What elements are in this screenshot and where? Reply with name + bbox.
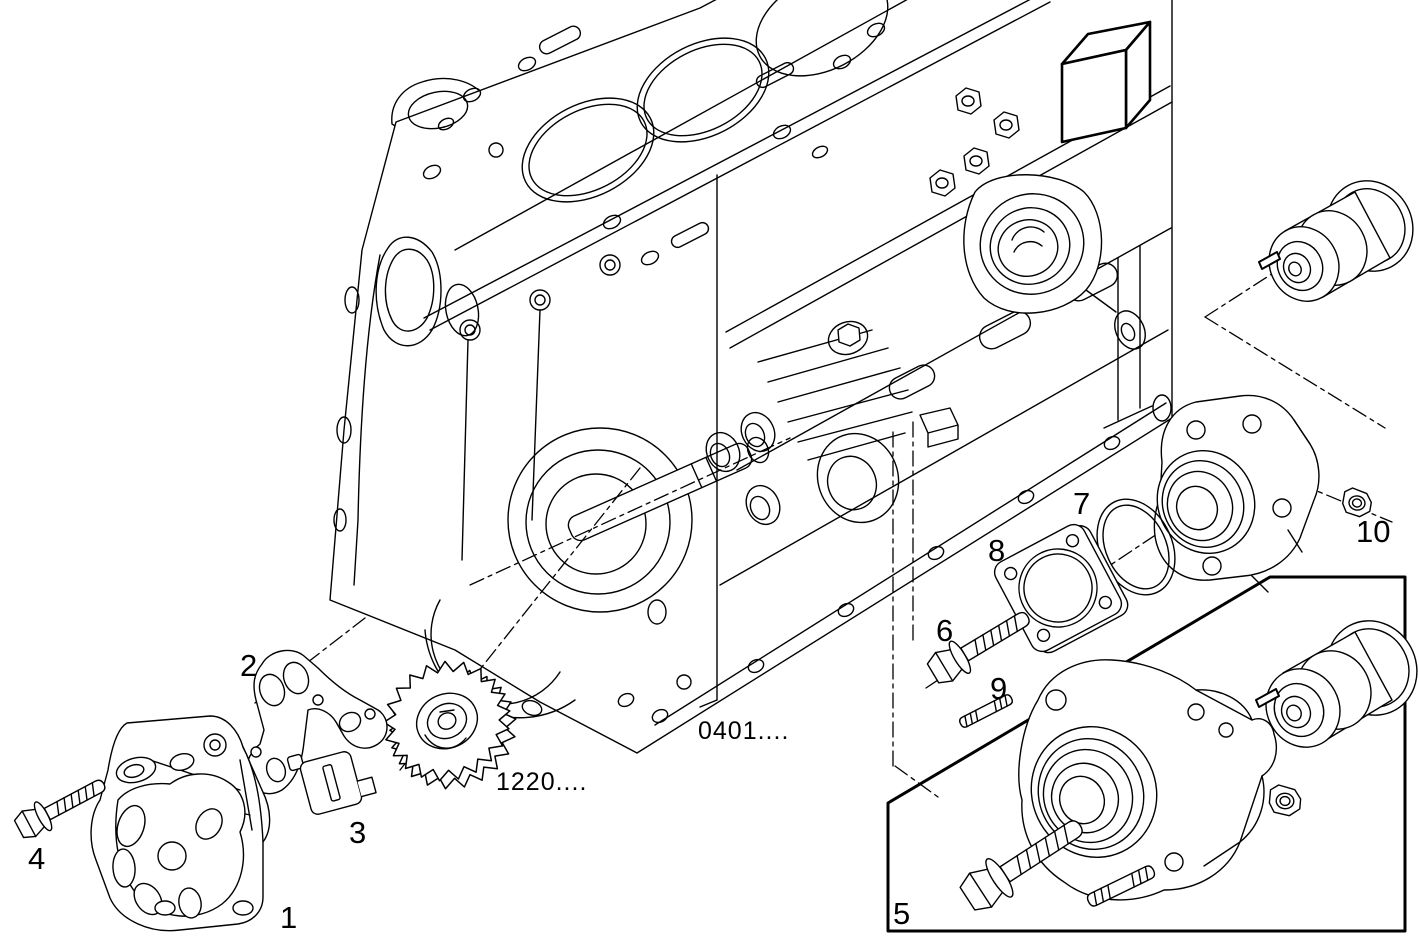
block-hex-bolts: [930, 88, 1019, 196]
breather-box: [1062, 22, 1150, 142]
callout-5-label: 5: [893, 896, 911, 931]
service-kit-box: [888, 577, 1418, 931]
callout-7-label: 7: [1073, 486, 1091, 521]
dowel-pin-kit: [1256, 689, 1279, 707]
deck-holes: [421, 21, 886, 268]
timing-sprocket: [384, 661, 516, 788]
callout-1-label: 1: [280, 900, 298, 935]
callout-3-label: 3: [349, 815, 367, 850]
oil-pump-gasket: [247, 650, 387, 793]
kit-nut: [1267, 783, 1303, 818]
guide-plate: [287, 738, 378, 819]
cylinder-bores: [505, 0, 906, 223]
callout-8-label: 8: [988, 533, 1006, 568]
ref-code-block: 0401....: [698, 717, 790, 745]
callout-10-label: 10: [1356, 514, 1391, 549]
kit-cartridge: [1252, 605, 1418, 760]
engine-block: [330, 0, 1172, 753]
drive-flange-housing: [1141, 395, 1319, 592]
timing-recess: [508, 428, 772, 612]
dowel-pin-top: [1259, 252, 1280, 269]
callout-4-label: 4: [28, 841, 46, 876]
callout-2-label: 2: [240, 648, 258, 683]
oil-pump: [91, 716, 270, 931]
callout-9-label: 9: [990, 671, 1008, 706]
gasket-8: [990, 518, 1132, 659]
callout-6-label: 6: [936, 613, 954, 648]
ref-code-sprocket: 1220....: [496, 768, 588, 796]
pump-drive-port: [964, 175, 1152, 428]
kit-pump-assembly: [1010, 660, 1276, 900]
cartridge-plug-top: [1256, 166, 1418, 314]
